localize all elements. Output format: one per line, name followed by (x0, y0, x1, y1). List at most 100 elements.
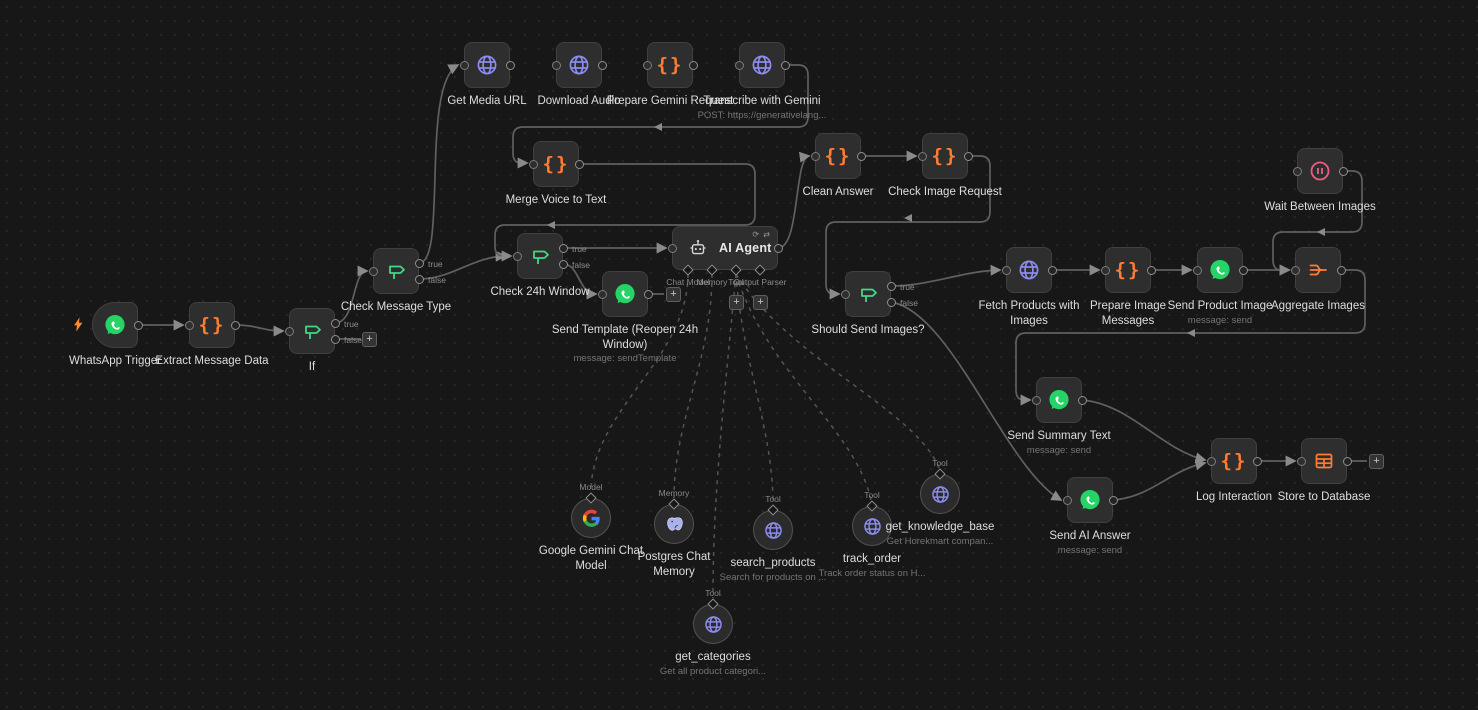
input-port-send-product-image[interactable] (1192, 265, 1202, 275)
connection[interactable] (334, 265, 369, 324)
output-port-prepare-image-messages[interactable] (1146, 265, 1156, 275)
input-port-aggregate-images[interactable] (1290, 265, 1300, 275)
node-clean-answer[interactable]: {} (815, 133, 861, 179)
connection[interactable] (825, 155, 991, 300)
connection[interactable] (1081, 399, 1207, 464)
node-prepare-gemini-request[interactable]: {} (647, 42, 693, 88)
output-port-if-false[interactable] (330, 334, 340, 344)
node-download-audio[interactable] (556, 42, 602, 88)
connection[interactable] (418, 64, 460, 264)
input-port-send-summary-text[interactable] (1031, 395, 1041, 405)
output-port-clean-answer[interactable] (856, 151, 866, 161)
node-get-media-url[interactable] (464, 42, 510, 88)
output-port-get-media-url[interactable] (505, 60, 515, 70)
plus-store-to-database[interactable]: + (1369, 454, 1384, 469)
node-send-ai-answer[interactable] (1067, 477, 1113, 523)
output-port-send-summary-text[interactable] (1077, 395, 1087, 405)
connection[interactable] (777, 151, 811, 249)
connection[interactable] (890, 264, 1002, 287)
input-port-fetch-products-with-images[interactable] (1001, 265, 1011, 275)
node-send-summary-text[interactable] (1036, 377, 1082, 423)
connection[interactable] (234, 324, 285, 337)
connection[interactable] (494, 163, 756, 262)
output-port-check-24h-window-false[interactable] (558, 259, 568, 269)
node-should-send-images[interactable] (845, 271, 891, 317)
output-port-wait-between-images[interactable] (1338, 166, 1348, 176)
tool-node-track-order[interactable] (852, 506, 892, 546)
node-aggregate-images[interactable] (1295, 247, 1341, 293)
output-port-extract-message-data[interactable] (230, 320, 240, 330)
output-port-download-audio[interactable] (597, 60, 607, 70)
node-log-interaction[interactable]: {} (1211, 438, 1257, 484)
tool-node-google-gemini-chat-model[interactable] (571, 498, 611, 538)
output-port-transcribe-with-gemini[interactable] (780, 60, 790, 70)
input-port-check-24h-window[interactable] (512, 251, 522, 261)
sub-connection[interactable] (712, 273, 737, 599)
output-port-check-message-type-false[interactable] (414, 274, 424, 284)
input-port-ai-agent[interactable] (667, 243, 677, 253)
input-port-extract-message-data[interactable] (184, 320, 194, 330)
plus-agent-output-parser[interactable]: + (753, 295, 768, 310)
output-port-should-send-images-true[interactable] (886, 281, 896, 291)
tool-node-search-products[interactable] (753, 510, 793, 550)
node-wait-between-images[interactable] (1297, 148, 1343, 194)
node-whatsapp-trigger[interactable] (92, 302, 138, 348)
connection[interactable] (890, 301, 1063, 501)
output-port-whatsapp-trigger[interactable] (133, 320, 143, 330)
output-port-send-ai-answer[interactable] (1108, 495, 1118, 505)
input-port-send-ai-answer[interactable] (1062, 495, 1072, 505)
node-store-to-database[interactable] (1301, 438, 1347, 484)
output-port-ai-agent[interactable] (773, 243, 783, 253)
node-send-product-image[interactable] (1197, 247, 1243, 293)
connection[interactable] (418, 250, 507, 280)
sub-connection[interactable] (673, 273, 713, 499)
input-port-should-send-images[interactable] (840, 289, 850, 299)
output-port-merge-voice-to-text[interactable] (574, 159, 584, 169)
node-prepare-image-messages[interactable]: {} (1105, 247, 1151, 293)
input-port-get-media-url[interactable] (459, 60, 469, 70)
input-port-send-template[interactable] (597, 289, 607, 299)
tool-node-get-knowledge-base[interactable] (920, 474, 960, 514)
output-port-check-image-request[interactable] (963, 151, 973, 161)
output-port-prepare-gemini-request[interactable] (688, 60, 698, 70)
node-check-image-request[interactable]: {} (922, 133, 968, 179)
input-port-merge-voice-to-text[interactable] (528, 159, 538, 169)
node-check-24h-window[interactable] (517, 233, 563, 279)
output-port-log-interaction[interactable] (1252, 456, 1262, 466)
node-send-template[interactable] (602, 271, 648, 317)
plus-if-false[interactable]: + (362, 332, 377, 347)
output-port-check-message-type-true[interactable] (414, 258, 424, 268)
output-port-if-true[interactable] (330, 318, 340, 328)
input-port-check-message-type[interactable] (368, 266, 378, 276)
input-port-prepare-gemini-request[interactable] (642, 60, 652, 70)
output-port-send-template[interactable] (643, 289, 653, 299)
node-fetch-products-with-images[interactable] (1006, 247, 1052, 293)
output-port-fetch-products-with-images[interactable] (1047, 265, 1057, 275)
input-port-check-image-request[interactable] (917, 151, 927, 161)
input-port-download-audio[interactable] (551, 60, 561, 70)
plus-agent-tool[interactable]: + (729, 295, 744, 310)
node-transcribe-with-gemini[interactable] (739, 42, 785, 88)
connection[interactable] (1112, 459, 1207, 501)
input-port-store-to-database[interactable] (1296, 456, 1306, 466)
tool-node-get-categories[interactable] (693, 604, 733, 644)
output-port-aggregate-images[interactable] (1336, 265, 1346, 275)
node-ai-agent[interactable]: AI Agent⟳ ⇄ (672, 226, 778, 270)
input-port-wait-between-images[interactable] (1292, 166, 1302, 176)
plus-send-template[interactable]: + (666, 287, 681, 302)
input-port-prepare-image-messages[interactable] (1100, 265, 1110, 275)
input-port-transcribe-with-gemini[interactable] (734, 60, 744, 70)
tool-node-postgres-chat-memory[interactable] (654, 504, 694, 544)
node-if[interactable] (289, 308, 335, 354)
output-port-store-to-database[interactable] (1342, 456, 1352, 466)
output-port-should-send-images-false[interactable] (886, 297, 896, 307)
input-port-if[interactable] (284, 326, 294, 336)
input-port-log-interaction[interactable] (1206, 456, 1216, 466)
sub-connection[interactable] (735, 273, 872, 501)
node-check-message-type[interactable] (373, 248, 419, 294)
node-extract-message-data[interactable]: {} (189, 302, 235, 348)
output-port-check-24h-window-true[interactable] (558, 243, 568, 253)
node-merge-voice-to-text[interactable]: {} (533, 141, 579, 187)
output-port-send-product-image[interactable] (1238, 265, 1248, 275)
